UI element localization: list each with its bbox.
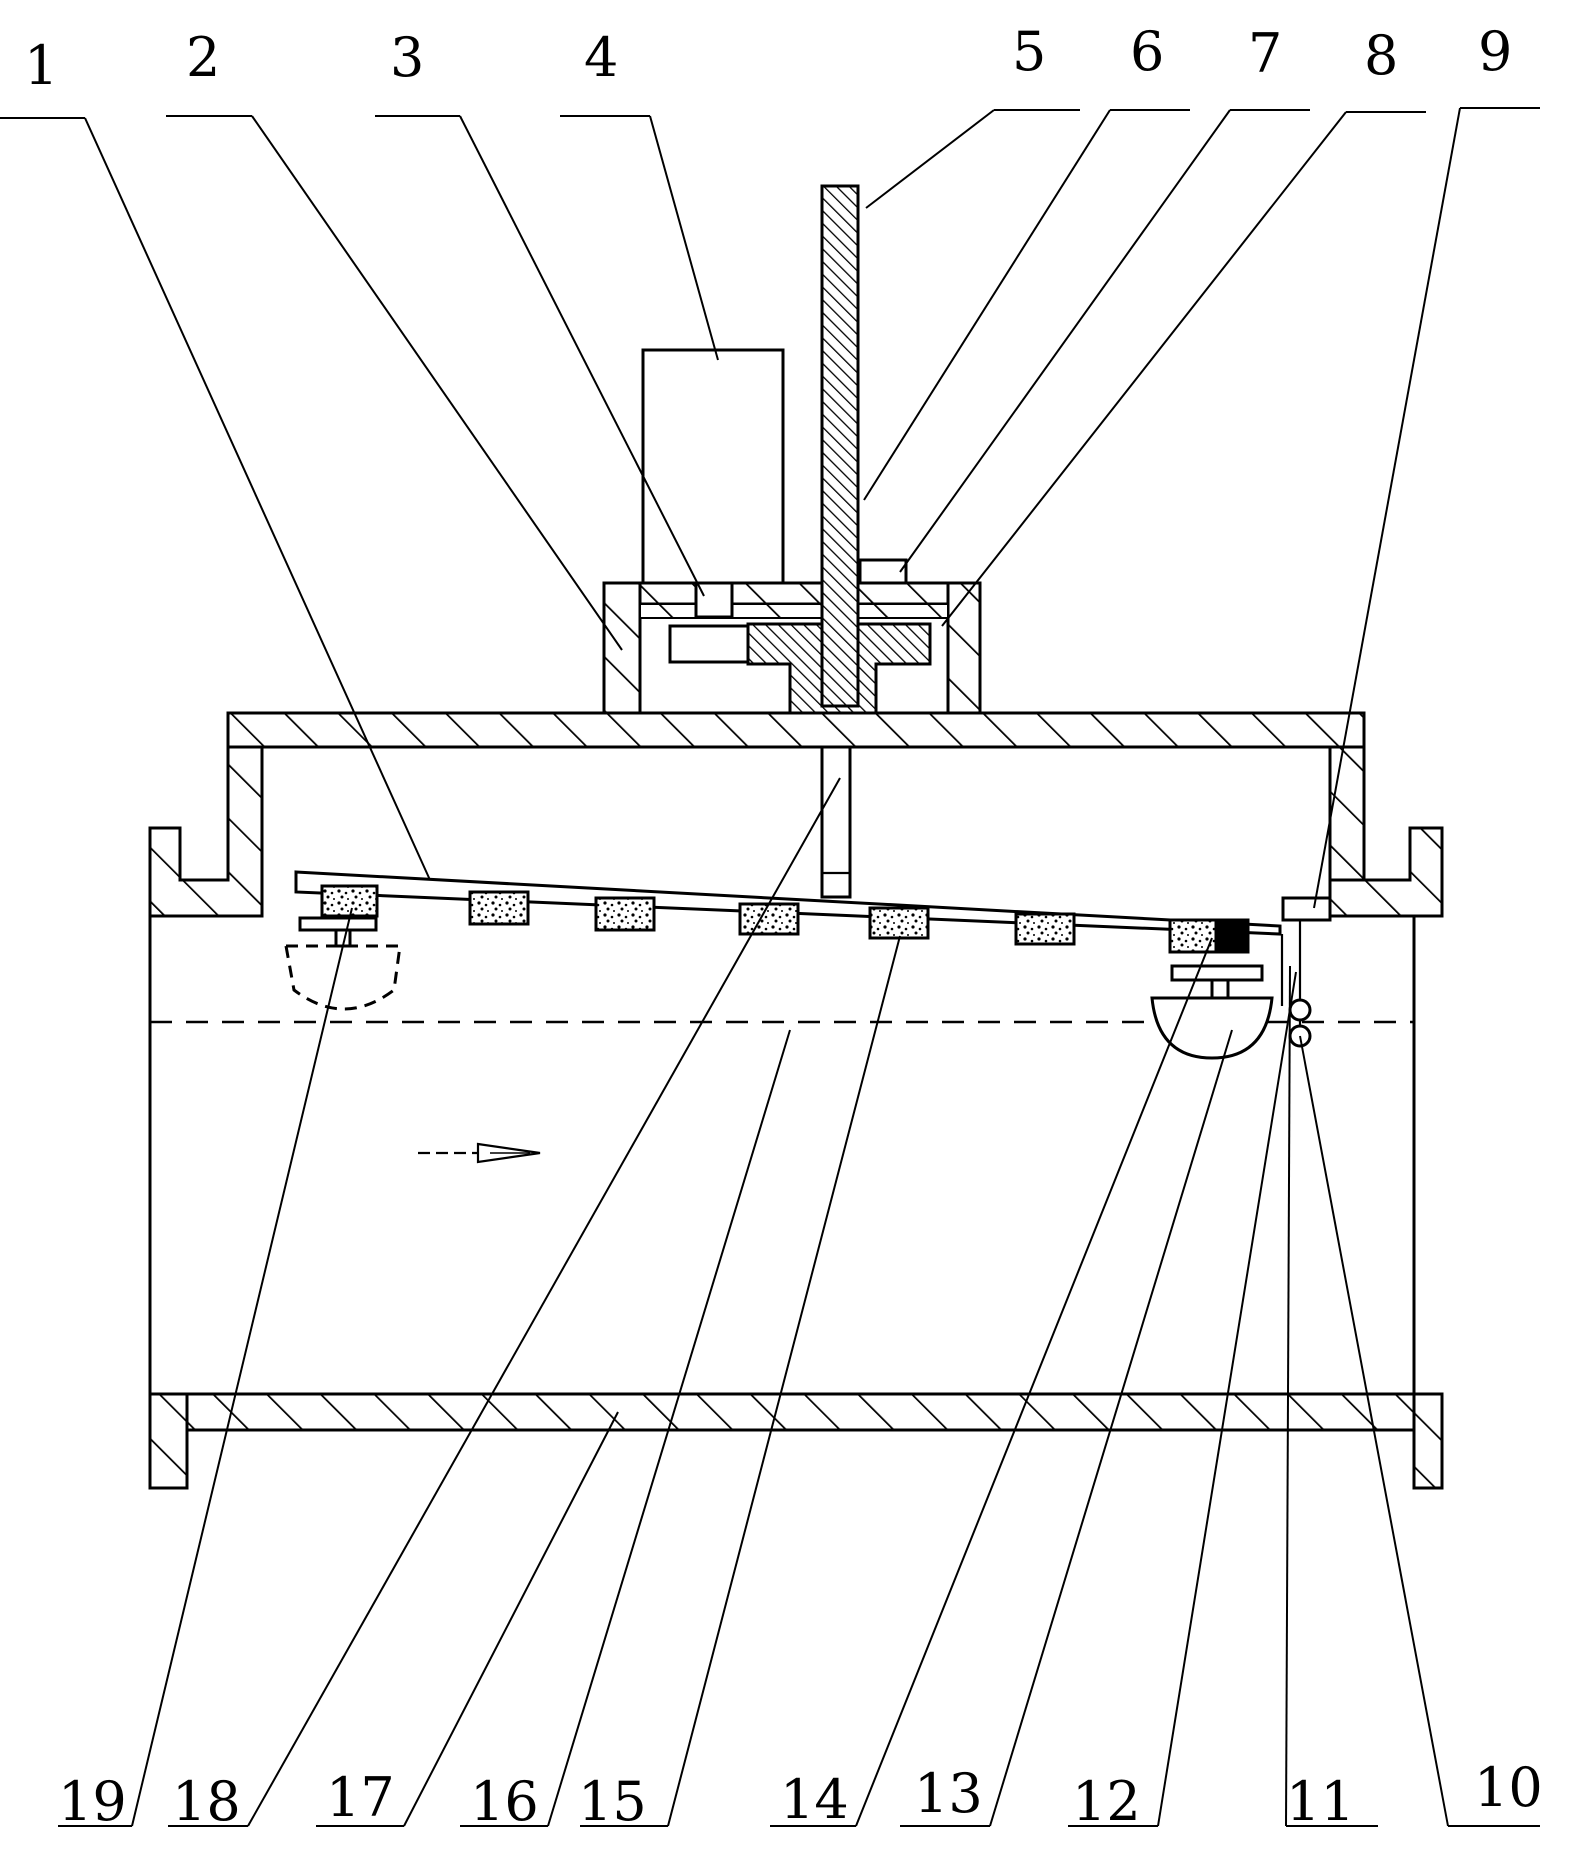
label-16: 16 [470,1770,539,1833]
label-2: 2 [186,26,220,89]
top-labels: 1 2 3 4 5 6 7 8 9 [24,20,1512,97]
label-5: 5 [1012,20,1046,83]
label-17: 17 [326,1766,395,1829]
label-10: 10 [1474,1756,1543,1819]
label-3: 3 [390,26,424,89]
label-13: 13 [914,1762,983,1825]
motor-block [641,348,785,585]
screw-shaft [820,184,860,708]
bottom-labels: 19 18 17 16 15 14 13 12 11 10 [58,1756,1543,1833]
label-4: 4 [584,26,618,89]
label-1: 1 [24,34,58,97]
flow-arrow [418,1142,541,1164]
label-19: 19 [58,1770,127,1833]
label-15: 15 [578,1770,647,1833]
right-stop-block [1281,896,1332,922]
label-11: 11 [1286,1770,1355,1833]
label-14: 14 [780,1768,849,1831]
pipe-body [148,711,1444,1490]
float-head [1150,996,1274,1060]
label-18: 18 [172,1770,241,1833]
label-6: 6 [1130,20,1164,83]
label-7: 7 [1248,22,1282,85]
leader-lines [0,107,1540,1827]
pinion-gear [668,624,752,664]
sensor-rod [284,870,1312,1060]
top-assembly [602,184,982,899]
housing-top-wall [226,711,1366,749]
label-9: 9 [1478,20,1512,83]
label-12: 12 [1072,1770,1141,1833]
label-8: 8 [1364,24,1398,87]
